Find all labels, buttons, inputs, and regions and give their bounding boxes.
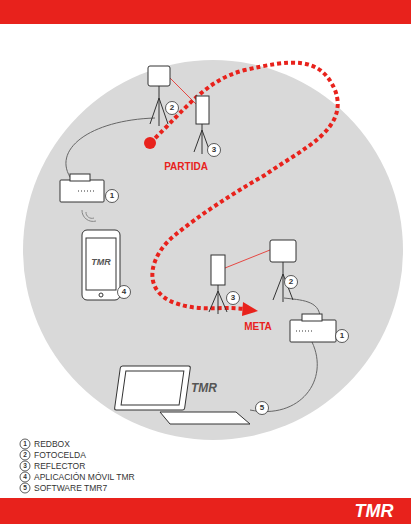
start-label: PARTIDA [164,162,208,172]
legend-text: APLICACIÓN MÓVIL TMR [34,473,135,482]
legend-text: REFLECTOR [34,462,85,471]
callout-number: 2 [170,104,174,112]
legend-text: FOTOCELDA [34,451,86,460]
callout-number: 3 [231,294,235,302]
legend-number: 3 [23,463,27,470]
callout-number: 5 [260,404,264,412]
callout-number: 3 [212,146,216,154]
legend-text: REDBOX [34,440,70,449]
callout-number: 2 [289,278,293,286]
finish-arrow [242,302,258,316]
top-bar [0,0,411,24]
field-circle [23,60,403,440]
finish-label: META [244,322,272,332]
legend-number: 1 [23,441,27,448]
legend-number: 2 [23,452,27,459]
bottom-bar [0,498,411,524]
legend-number: 4 [23,474,27,481]
brand-logo: TMR [355,502,394,520]
callout-number: 4 [122,288,126,296]
wireless-waves [82,210,96,221]
callout-number: 1 [340,332,344,340]
route-path [150,63,338,309]
legend-text: SOFTWARE TMR7 [34,484,107,493]
callout-number: 1 [110,192,114,200]
photocell-start [148,66,170,126]
legend-number: 5 [23,485,27,492]
reflector-start [194,96,210,154]
laptop-logo: TMR [191,382,217,394]
laptop [114,366,250,424]
reflector-finish [209,255,227,314]
phone [82,230,120,300]
photocell-finish [270,240,296,302]
start-dot [144,137,156,149]
callout-circles [20,102,349,494]
redbox-start [60,174,104,202]
redbox-finish [290,314,336,342]
app-logo: TMR [91,258,111,267]
